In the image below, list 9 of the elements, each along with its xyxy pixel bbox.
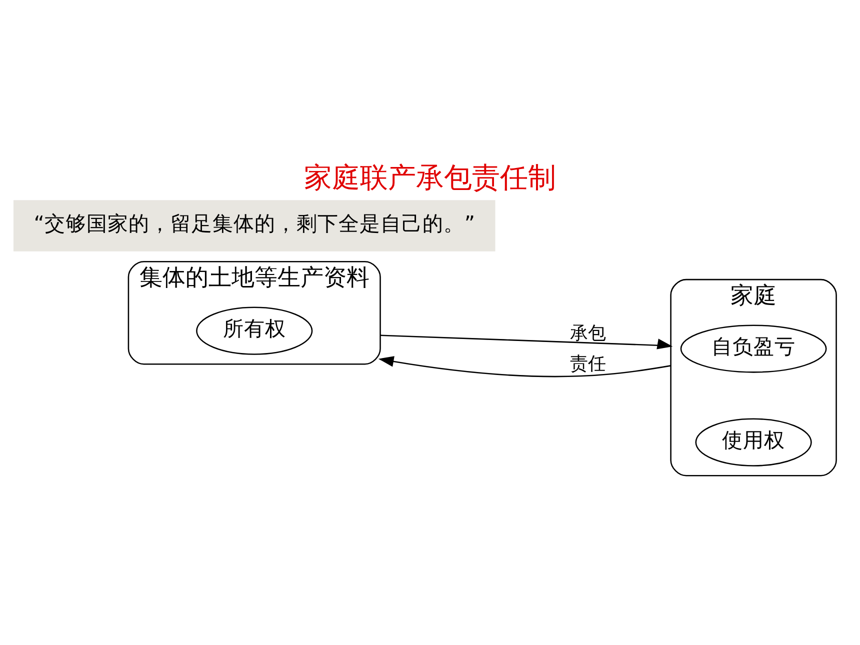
node-ellipse: 所有权 [196,306,313,355]
label: “交够国家的，留足集体的，剩下全是自己的。” [34,212,475,236]
edge-label: 责任 [570,354,606,375]
diagram-title: 家庭联产承包责任制 [304,160,556,194]
node-ellipse: 自负盈亏 [680,324,827,373]
arrow [378,356,671,378]
node-ellipse: 使用权 [695,418,812,466]
arrow [380,334,673,350]
edge-label: 承包 [570,322,606,344]
